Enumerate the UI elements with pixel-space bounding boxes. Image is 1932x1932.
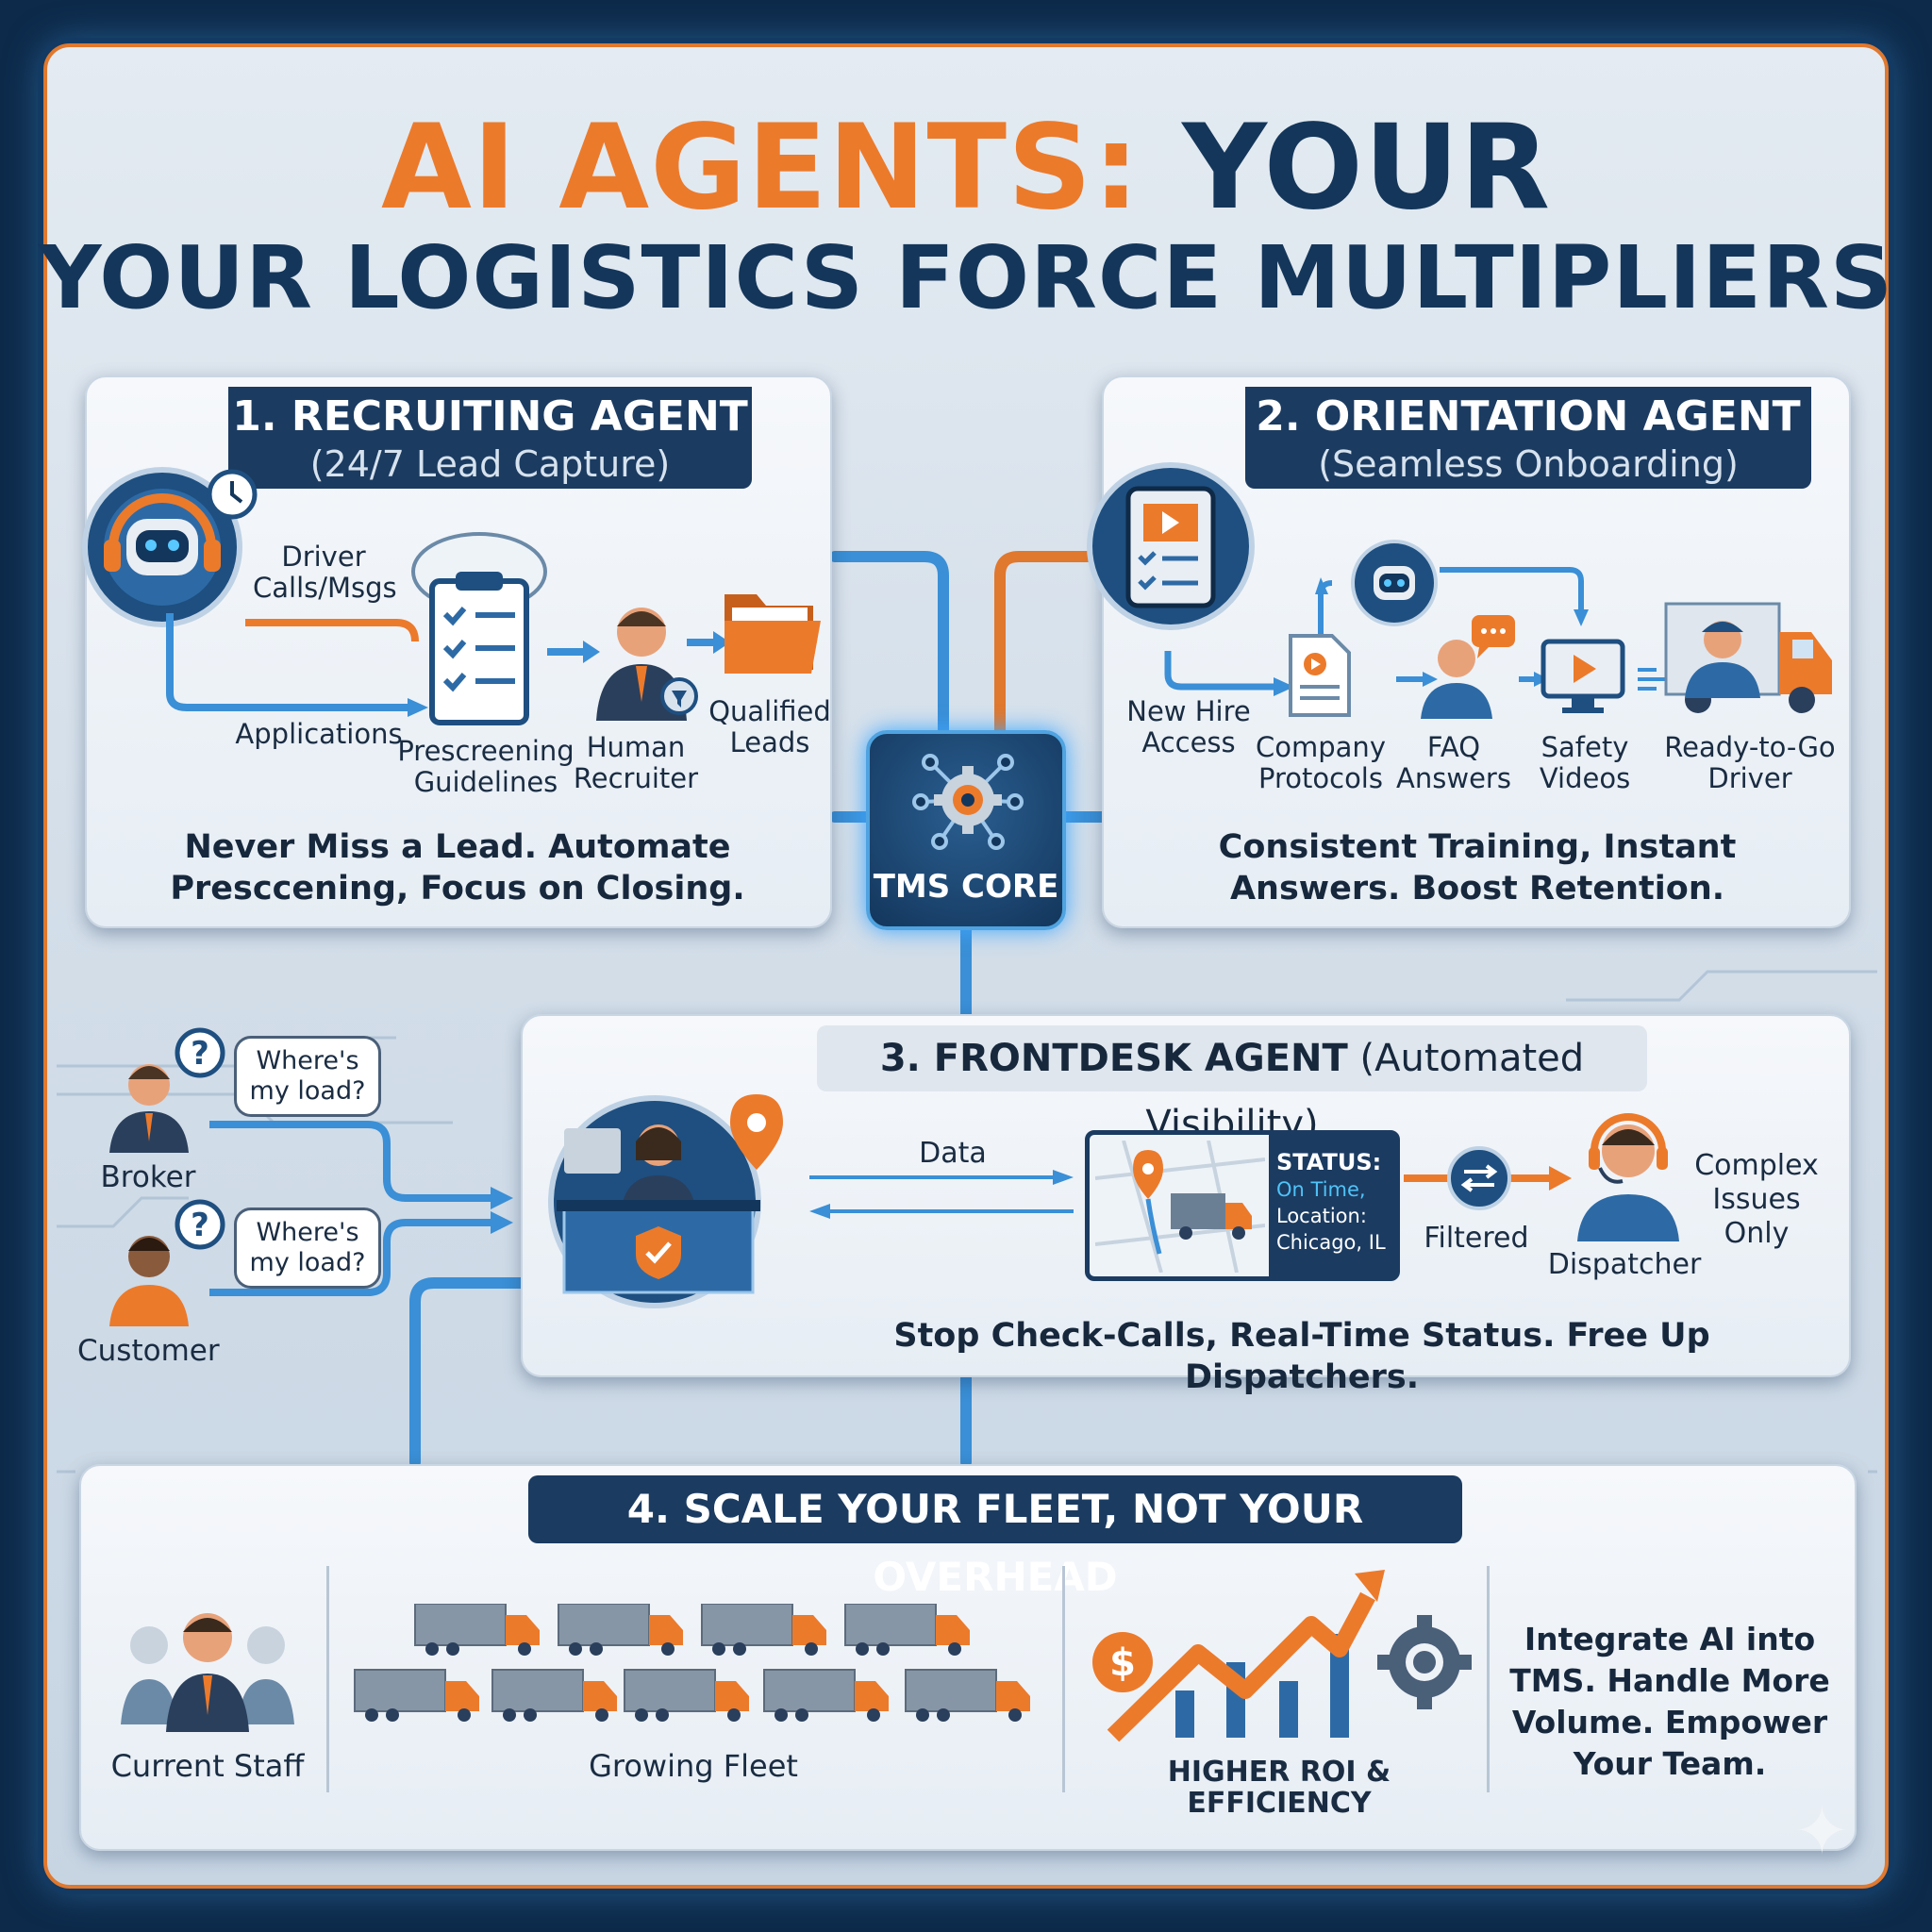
main-title-line2: YOUR LOGISTICS FORCE MULTIPLIERS [38, 227, 1894, 328]
customer-question-bubble: Where's my load? [234, 1208, 381, 1289]
main-title-line1: AI AGENTS: YOUR [0, 102, 1932, 234]
svg-text:?: ? [191, 1035, 209, 1073]
frontdesk-tagline: Stop Check-Calls, Real-Time Status. Free… [893, 1317, 1710, 1396]
qualified-leads-folder-icon [724, 594, 821, 674]
current-staff-icon [121, 1613, 294, 1732]
broker-question-bubble: Where's my load? [234, 1036, 381, 1117]
tablet-video-icon [1087, 462, 1255, 630]
data-label: Data [919, 1137, 987, 1170]
frontdesk-agent-desk-icon [548, 1094, 783, 1308]
growing-fleet-label: Growing Fleet [589, 1748, 798, 1784]
inbound-query-arrows [209, 1121, 513, 1296]
title-highlight: AI AGENTS: [380, 100, 1141, 236]
leads-arrow-icon [687, 631, 730, 654]
roi-growth-chart-icon: $ [1092, 1570, 1472, 1742]
ready-driver-label: Ready-to-Go Driver [1664, 731, 1836, 794]
current-staff-label: Current Staff [110, 1748, 305, 1784]
faq-person-chat-icon [1421, 615, 1515, 719]
scale-header: 4. SCALE YOUR FLEET, NOT YOUR OVERHEAD [528, 1475, 1462, 1600]
roi-label: HIGHER ROI & EFFICIENCY [1167, 1756, 1391, 1820]
orientation-subtitle: (Seamless Onboarding) [1318, 443, 1739, 485]
scale-title: 4. SCALE YOUR FLEET, NOT YOUR OVERHEAD [626, 1486, 1364, 1600]
human-recruiter-icon [596, 608, 698, 721]
scale-summary: Integrate AI into TMS. Handle More Volum… [1509, 1621, 1830, 1782]
svg-text:?: ? [191, 1207, 209, 1244]
sparkle-icon: ✦ [1794, 1792, 1850, 1870]
customer-icon: ? [109, 1199, 225, 1326]
driver-calls-label: Driver Calls/Msgs [253, 541, 397, 604]
recruiting-card: 1. RECRUITING AGENT (24/7 Lead Capture) [85, 375, 832, 928]
frontdesk-title: 3. FRONTDESK AGENT [879, 1037, 1348, 1080]
recruiting-title: 1. RECRUITING AGENT [232, 392, 748, 441]
recruiting-tagline: Never Miss a Lead. Automate Presccening,… [170, 828, 745, 908]
status-panel: STATUS: On Time, Location: Chicago, IL [1085, 1130, 1400, 1281]
broker-icon: ? [109, 1027, 225, 1153]
dollar-icon: $ [1109, 1641, 1136, 1685]
tms-core: TMS CORE [866, 730, 1066, 930]
status-value: On Time, [1276, 1178, 1366, 1201]
status-heading: STATUS: [1276, 1149, 1382, 1175]
faq-bot-icon [1351, 540, 1438, 626]
dispatcher-headset-icon [1577, 1113, 1679, 1241]
map-truck-icon [1095, 1141, 1265, 1273]
recruiting-header: 1. RECRUITING AGENT (24/7 Lead Capture) [228, 387, 752, 489]
safety-videos-label: Safety Videos [1539, 731, 1631, 794]
scale-divider-2 [1062, 1566, 1065, 1792]
orientation-title: 2. ORIENTATION AGENT [1256, 392, 1801, 441]
qualified-leads-label: Qualified Leads [708, 695, 831, 758]
customer-label: Customer [77, 1334, 220, 1368]
human-recruiter-label: Human Recruiter [573, 731, 699, 794]
orientation-tagline: Consistent Training, Instant Answers. Bo… [1218, 828, 1737, 908]
company-protocols-label: Company Protocols [1256, 731, 1386, 794]
filtered-label: Filtered [1424, 1222, 1529, 1255]
tms-core-label: TMS CORE [873, 868, 1059, 906]
status-location-label: Location: [1276, 1205, 1367, 1227]
robot-agent-icon [82, 467, 258, 627]
complex-issues-label: Complex Issues Only [1694, 1149, 1819, 1250]
status-location: Chicago, IL [1276, 1231, 1386, 1254]
data-exchange-arrows [809, 1170, 1074, 1219]
recruiter-arrow-icon [547, 641, 600, 663]
title-your: YOUR [1182, 100, 1552, 236]
safety-video-monitor-icon [1541, 639, 1625, 713]
applications-label: Applications [235, 718, 403, 750]
prescreening-label: Prescreening Guidelines [397, 735, 575, 798]
company-protocols-document-icon [1289, 634, 1351, 717]
new-hire-label: New Hire Access [1126, 695, 1251, 758]
gear-network-icon [912, 754, 1024, 850]
faq-label: FAQ Answers [1396, 731, 1511, 794]
status-readout: STATUS: On Time, Location: Chicago, IL [1269, 1135, 1395, 1276]
filter-sync-icon [1404, 1146, 1572, 1210]
scale-card: 4. SCALE YOUR FLEET, NOT YOUR OVERHEAD [79, 1464, 1857, 1851]
dispatcher-label: Dispatcher [1547, 1248, 1702, 1281]
scale-divider-1 [326, 1566, 329, 1792]
orientation-header: 2. ORIENTATION AGENT (Seamless Onboardin… [1245, 387, 1811, 489]
broker-label: Broker [100, 1160, 196, 1194]
ready-driver-truck-icon [1664, 602, 1832, 713]
recruiting-flow-arrows [166, 613, 428, 717]
frontdesk-header: 3. FRONTDESK AGENT (Automated Visibility… [817, 1025, 1647, 1146]
orientation-flow-arrows [1164, 567, 1666, 696]
prescreening-clipboard-icon [411, 532, 547, 725]
scale-divider-3 [1487, 1566, 1490, 1792]
recruiting-subtitle: (24/7 Lead Capture) [309, 443, 671, 485]
growing-fleet-trucks-icon [354, 1604, 1031, 1723]
